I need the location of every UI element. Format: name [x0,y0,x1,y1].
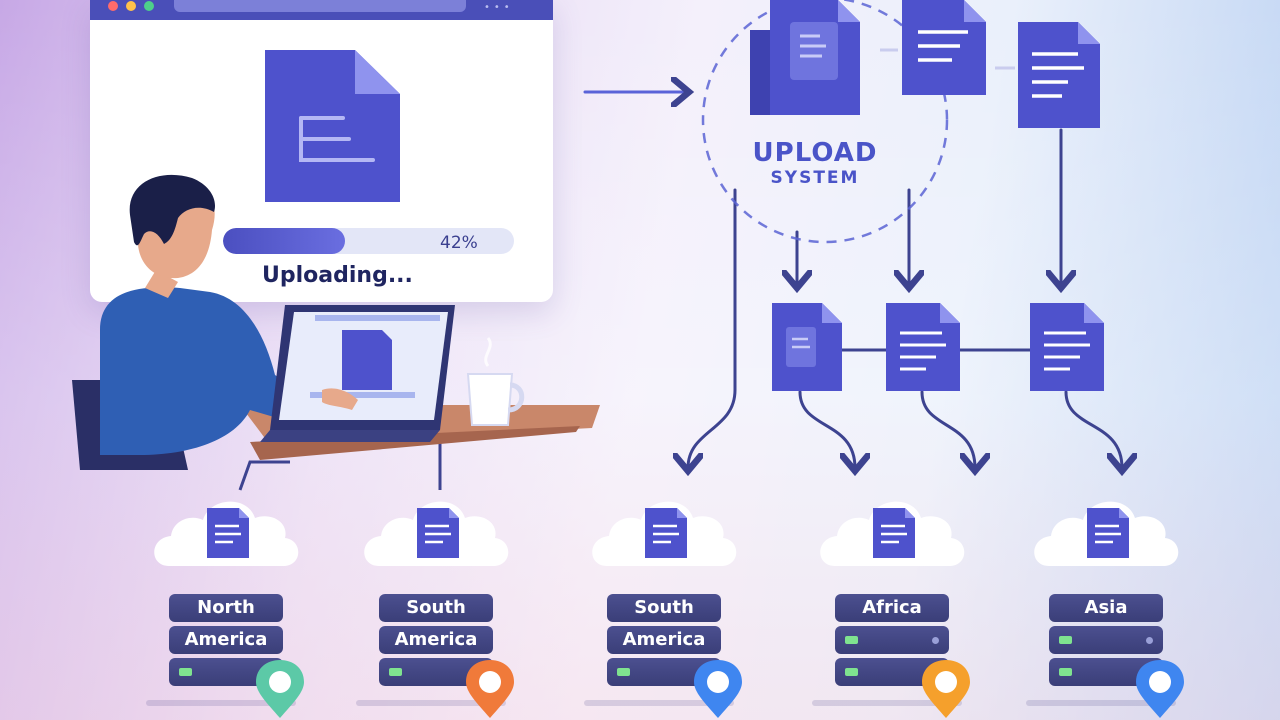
region-label-line1: South [406,597,466,618]
status-led-icon [1059,636,1072,644]
minimize-dot-icon[interactable] [126,1,136,11]
status-led-icon [617,668,630,676]
location-pin-icon [1136,660,1184,718]
server-shadow [584,700,734,706]
region-label-line1: Asia [1084,597,1128,618]
location-pin-icon [256,660,304,718]
upload-system-title: UPLOAD [752,138,878,168]
document-icon [886,303,960,391]
upload-system-label: UPLOAD SYSTEM [720,138,910,188]
maximize-dot-icon[interactable] [144,1,154,11]
arrow-to-region6 [1064,390,1122,468]
region-label-line2: America [622,629,706,650]
close-dot-icon[interactable] [108,1,118,11]
upload-system-ring [701,0,949,244]
server-rack-unit: Africa [835,594,949,622]
browser-menu-icon[interactable]: ••• [484,2,514,13]
status-led-icon [179,668,192,676]
upload-system-subtitle: SYSTEM [770,168,860,188]
upload-status: Uploading... [262,263,413,288]
status-led-icon [845,636,858,644]
server-shadow [812,700,962,706]
region-label-line1: Africa [862,597,922,618]
server-shadow [1026,700,1176,706]
document-icon [1030,303,1104,391]
server-rack-unit: America [379,626,493,654]
arrow-to-region4 [798,390,855,468]
document-icon [1018,22,1100,128]
cloud-icon [154,501,299,566]
cloud-icon [1034,501,1179,566]
server-shadow [146,700,296,706]
status-led-icon [1059,668,1072,676]
status-led-icon [389,668,402,676]
document-icon [265,50,400,202]
server-shadow [356,700,506,706]
browser-titlebar: ••• [90,0,553,20]
progress-percent: 42% [440,233,478,253]
server-rack-unit: America [607,626,721,654]
server-5: Asia [1049,594,1163,690]
server-rack-unit: Asia [1049,594,1163,622]
upload-progress-bar [223,228,514,254]
region-label-line2: America [184,629,268,650]
cloud-icon [820,501,965,566]
server-rack-unit [1049,626,1163,654]
status-dot-icon [1146,637,1153,644]
server-rack-unit: North [169,594,283,622]
document-icon [902,0,986,95]
arrow-to-region3 [688,188,737,468]
arrow-to-region5 [920,390,975,468]
server-rack-unit: South [607,594,721,622]
browser-window: ••• 42% Uploading... [90,0,553,302]
location-pin-icon [922,660,970,718]
person-at-laptop-illustration [72,174,600,470]
region-label-line1: North [197,597,255,618]
server-rack-unit: South [379,594,493,622]
location-pin-icon [694,660,742,718]
document-icon [772,303,842,391]
document-icon [750,0,860,115]
upload-progress-fill [223,228,346,254]
desk-to-region1 [238,460,290,491]
server-rack-unit [835,626,949,654]
region-label-line1: South [634,597,694,618]
region-label-line2: America [394,629,478,650]
status-dot-icon [932,637,939,644]
server-rack-unit: America [169,626,283,654]
location-pin-icon [466,660,514,718]
cloud-icon [592,501,737,566]
address-bar[interactable] [174,0,466,12]
status-led-icon [845,668,858,676]
cloud-icon [364,501,509,566]
